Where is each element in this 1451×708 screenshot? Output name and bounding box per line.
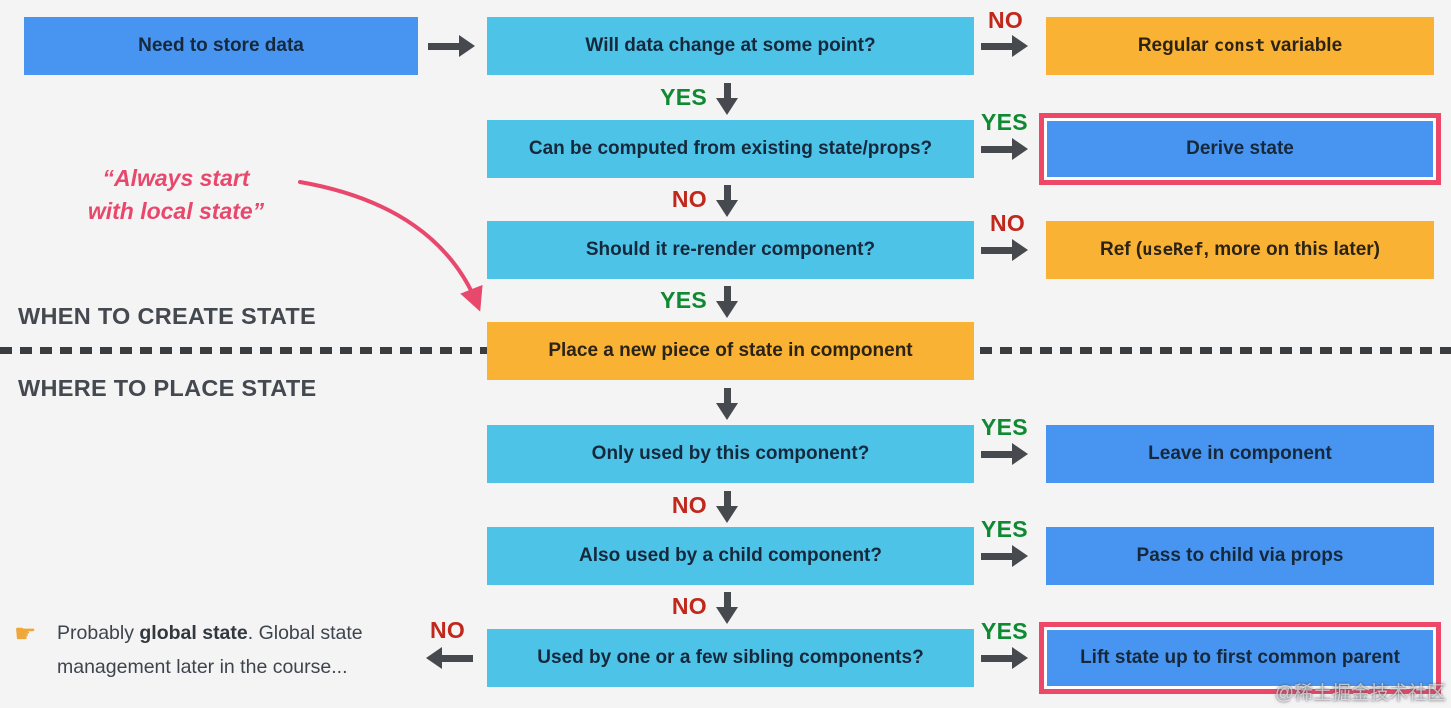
node-lift-state-up-label: Lift state up to first common parent bbox=[1080, 647, 1400, 668]
arrow-right-icon bbox=[981, 647, 1028, 669]
node-place-state-in-component: Place a new piece of state in component bbox=[487, 322, 974, 380]
section-title-where-to-place-state: WHERE TO PLACE STATE bbox=[18, 375, 317, 401]
node-ref-pre: Ref ( bbox=[1100, 238, 1143, 260]
node-also-used-by-child: Also used by a child component? bbox=[487, 527, 974, 585]
node-place-state-label: Place a new piece of state in component bbox=[548, 339, 913, 361]
node-ref-post: , more on this later) bbox=[1203, 238, 1380, 260]
node-only-used-by-component: Only used by this component? bbox=[487, 425, 974, 483]
node-will-data-change: Will data change at some point? bbox=[487, 17, 974, 75]
node-should-rerender: Should it re-render component? bbox=[487, 221, 974, 279]
yes-label: YES bbox=[981, 109, 1028, 135]
arrow-right-icon bbox=[981, 239, 1028, 261]
arrow-right-icon bbox=[428, 35, 475, 57]
node-also-used-by-child-label: Also used by a child component? bbox=[579, 544, 882, 566]
yes-label: YES bbox=[660, 287, 707, 313]
global-state-note-post: . Global state management later in the c… bbox=[57, 622, 363, 679]
no-label: NO bbox=[990, 210, 1026, 236]
node-can-be-computed: Can be computed from existing state/prop… bbox=[487, 120, 974, 178]
no-label: NO bbox=[671, 593, 707, 619]
arrow-left-icon bbox=[426, 647, 473, 669]
annotation-quote: “Always start with local state” bbox=[58, 162, 294, 227]
node-need-to-store-data-label: Need to store data bbox=[138, 34, 304, 56]
pointing-finger-icon: ☛ bbox=[14, 620, 37, 648]
global-state-note-bold: global state bbox=[139, 622, 248, 644]
node-derive-state-label: Derive state bbox=[1186, 138, 1294, 159]
node-will-data-change-label: Will data change at some point? bbox=[585, 34, 876, 56]
node-only-used-label: Only used by this component? bbox=[591, 442, 870, 464]
global-state-note-pre: Probably bbox=[57, 622, 140, 644]
node-should-rerender-label: Should it re-render component? bbox=[585, 238, 876, 260]
annotation-quote-line1: “Always start bbox=[102, 165, 250, 191]
node-can-be-computed-label: Can be computed from existing state/prop… bbox=[528, 137, 933, 159]
annotation-quote-line2: with local state” bbox=[87, 197, 265, 224]
yes-label: YES bbox=[981, 414, 1028, 440]
section-title-when-to-create-state: WHEN TO CREATE STATE bbox=[18, 303, 317, 329]
node-ref-code: useRef bbox=[1142, 239, 1204, 260]
arrow-right-icon bbox=[981, 443, 1028, 465]
node-pass-to-child-label: Pass to child via props bbox=[1136, 544, 1344, 566]
node-need-to-store-data: Need to store data bbox=[24, 17, 418, 75]
arrow-down-icon bbox=[716, 592, 738, 624]
node-regular-const-code: const bbox=[1213, 35, 1266, 56]
arrow-down-icon bbox=[716, 286, 738, 318]
arrow-right-icon bbox=[981, 138, 1028, 160]
watermark: @稀土掘金技术社区 bbox=[1274, 683, 1446, 704]
node-used-by-siblings: Used by one or a few sibling components? bbox=[487, 629, 974, 687]
node-leave-in-component: Leave in component bbox=[1046, 425, 1434, 483]
node-derive-state: Derive state bbox=[1039, 113, 1441, 185]
node-leave-in-component-label: Leave in component bbox=[1148, 442, 1332, 464]
no-label: NO bbox=[671, 492, 707, 518]
node-pass-to-child-via-props: Pass to child via props bbox=[1046, 527, 1434, 585]
arrow-down-icon bbox=[716, 491, 738, 523]
arrow-right-icon bbox=[981, 35, 1028, 57]
arrow-down-icon bbox=[716, 388, 738, 420]
node-ref-useref: Ref (useRef, more on this later) bbox=[1046, 221, 1434, 279]
yes-label: YES bbox=[660, 84, 707, 110]
node-used-by-siblings-label: Used by one or a few sibling components? bbox=[537, 646, 924, 668]
node-regular-const-variable: Regular const variable bbox=[1046, 17, 1434, 75]
no-label: NO bbox=[671, 186, 707, 212]
node-lift-state-up: Lift state up to first common parent bbox=[1039, 622, 1441, 694]
arrow-down-icon bbox=[716, 83, 738, 115]
no-label: NO bbox=[430, 617, 466, 643]
node-regular-const-post: variable bbox=[1265, 34, 1343, 56]
node-regular-const-pre: Regular bbox=[1137, 34, 1214, 56]
no-label: NO bbox=[988, 7, 1024, 33]
yes-label: YES bbox=[981, 516, 1028, 542]
arrow-right-icon bbox=[981, 545, 1028, 567]
yes-label: YES bbox=[981, 618, 1028, 644]
global-state-note: Probably global state. Global state mana… bbox=[57, 616, 429, 684]
arrow-down-icon bbox=[716, 185, 738, 217]
